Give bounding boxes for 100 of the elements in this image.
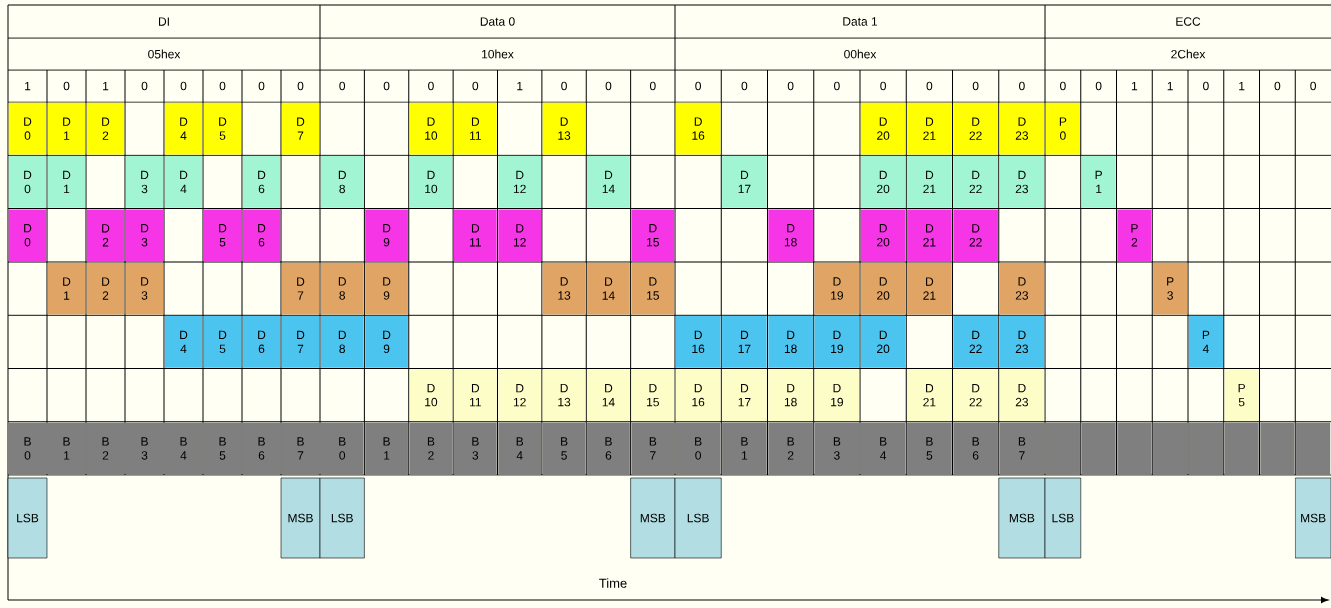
- table-cell: D 3: [125, 156, 164, 208]
- bit-cell: 1: [25, 81, 31, 91]
- table-cell: D 22: [953, 209, 998, 262]
- bit-cell: 1: [517, 81, 523, 91]
- bit-cell: 0: [1060, 81, 1066, 91]
- table-cell: P 0: [1045, 102, 1080, 155]
- bit-cell: 1: [103, 81, 109, 91]
- table-cell: P 3: [1153, 262, 1188, 315]
- table-cell: B 2: [86, 422, 125, 475]
- table-cell: B 4: [164, 422, 203, 475]
- bit-order-box: MSB: [630, 477, 676, 559]
- table-cell: D 6: [242, 156, 281, 208]
- table-cell: B 4: [860, 422, 906, 475]
- table-cell: P 1: [1081, 156, 1116, 208]
- table-cell: D 16: [675, 102, 721, 155]
- table-cell: P 5: [1224, 369, 1259, 421]
- table-cell: B 2: [409, 422, 453, 475]
- table-cell: D 20: [860, 102, 906, 155]
- table-cell: D 3: [125, 262, 164, 315]
- bit-cell: 0: [1274, 81, 1281, 91]
- bit-cell: 0: [339, 81, 346, 91]
- bit-order-box: MSB: [1294, 477, 1331, 559]
- header-cell: DI: [159, 17, 169, 26]
- table-cell: D 11: [453, 369, 497, 421]
- table-cell: D 17: [722, 316, 767, 368]
- table-cell: D 13: [542, 102, 586, 155]
- table-cell: B 5: [203, 422, 242, 475]
- axis-label: Time: [599, 578, 627, 588]
- table-cell: B 0: [8, 422, 47, 475]
- bit-order-box: LSB: [319, 477, 365, 559]
- bit-cell: 0: [1095, 81, 1102, 91]
- table-cell: D 10: [409, 102, 453, 155]
- table-cell: B 6: [953, 422, 998, 475]
- header-cell: 05hex: [148, 49, 181, 59]
- table-cell: D 6: [242, 209, 281, 262]
- bit-cell: 1: [1131, 81, 1138, 91]
- table-cell: D 2: [86, 102, 125, 155]
- table-cell: B 3: [814, 422, 860, 475]
- table-cell: D 9: [365, 209, 408, 262]
- table-cell: B 0: [320, 422, 364, 475]
- table-cell: D 8: [320, 316, 364, 368]
- table-cell: D 21: [907, 102, 952, 155]
- bit-cell: 0: [297, 81, 304, 91]
- table-cell: D 21: [907, 156, 952, 208]
- bit-cell: 0: [926, 81, 933, 91]
- table-cell: D 5: [203, 316, 242, 368]
- bit-order-box: LSB: [674, 477, 722, 559]
- header-cell: ECC: [1176, 17, 1201, 26]
- table-cell: D 1: [47, 102, 86, 155]
- table-cell: D 20: [860, 209, 906, 262]
- table-cell: B 0: [675, 422, 721, 475]
- table-cell: B 4: [498, 422, 542, 475]
- table-cell: D 19: [814, 369, 860, 421]
- bit-cell: 0: [428, 81, 434, 91]
- table-cell: B 7: [631, 422, 675, 475]
- table-cell: D 17: [722, 369, 767, 421]
- table-cell: D 13: [542, 262, 586, 315]
- header-cell: Data 1: [843, 17, 878, 26]
- bit-cell: 0: [787, 81, 794, 91]
- bit-cell: 0: [1019, 81, 1025, 91]
- table-cell: B 3: [453, 422, 497, 475]
- bit-cell: 0: [383, 81, 390, 91]
- table-cell: D 22: [953, 369, 998, 421]
- bit-order-box: LSB: [7, 477, 48, 559]
- bit-cell: 0: [880, 81, 886, 91]
- table-cell: D 16: [675, 316, 721, 368]
- table-cell: D 6: [242, 316, 281, 368]
- table-cell: P 4: [1188, 316, 1223, 368]
- table-cell: D 20: [860, 156, 906, 208]
- table-cell: D 13: [542, 369, 586, 421]
- table-cell: D 9: [365, 316, 408, 368]
- table-cell: D 0: [8, 156, 47, 208]
- table-cell: D 4: [164, 102, 203, 155]
- bit-cell: 0: [472, 81, 479, 91]
- table-cell: D 23: [999, 316, 1045, 368]
- bit-cell: 0: [834, 81, 840, 91]
- bit-cell: 0: [1310, 81, 1316, 91]
- table-cell: D 4: [164, 156, 203, 208]
- header-cell: Data 0: [480, 17, 515, 26]
- table-cell: B 5: [542, 422, 586, 475]
- bit-cell: 0: [141, 81, 148, 91]
- table-cell: B 3: [125, 422, 164, 475]
- table-cell: D 10: [409, 156, 453, 208]
- table-cell: D 10: [409, 369, 453, 421]
- table-cell: D 14: [587, 156, 630, 208]
- table-cell: D 0: [8, 209, 47, 262]
- table-cell: D 17: [722, 156, 767, 208]
- header-cell: 00hex: [844, 49, 877, 59]
- table-cell: D 21: [907, 369, 952, 421]
- table-cell: D 12: [498, 369, 542, 421]
- table-cell: D 9: [365, 262, 408, 315]
- table-cell: D 0: [8, 102, 47, 155]
- table-cell: D 1: [47, 156, 86, 208]
- table-cell: D 8: [320, 262, 364, 315]
- table-cell: D 20: [860, 262, 906, 315]
- bit-cell: 0: [561, 81, 567, 91]
- table-cell: P 2: [1117, 209, 1152, 262]
- table-cell: B 2: [768, 422, 813, 475]
- table-cell: D 2: [86, 262, 125, 315]
- table-cell: D 23: [999, 102, 1045, 155]
